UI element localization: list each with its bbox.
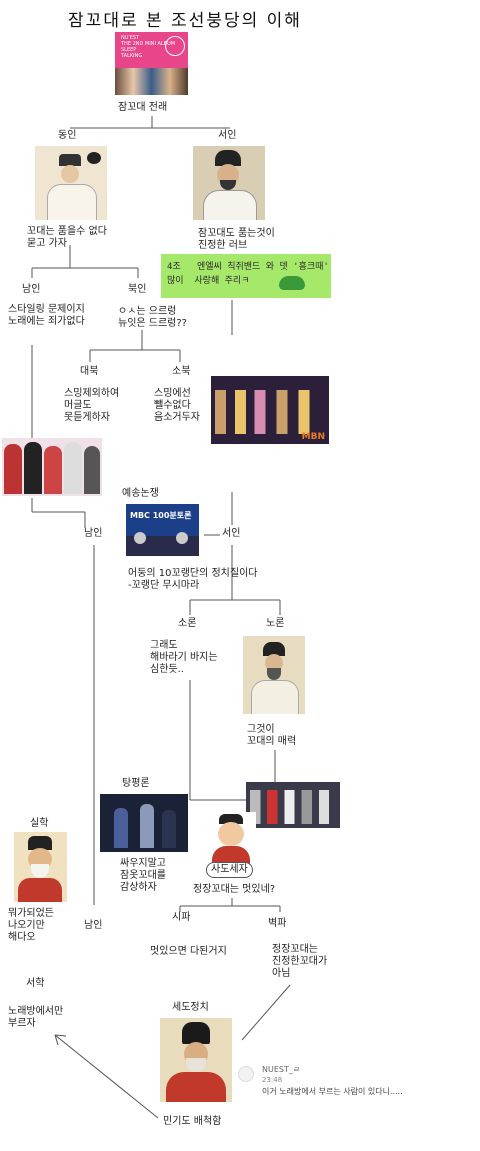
noron-portrait	[243, 636, 305, 714]
sobuk-note: 스밍에선 뺄수없다 음소거두자	[154, 388, 200, 423]
node-sipa: 시파	[172, 912, 191, 923]
tangpyeong-note: 싸우지말고 잠옷꼬대를 감상하자	[120, 858, 166, 893]
silhak-portrait	[14, 832, 67, 902]
node-sado: 사도세자	[206, 862, 253, 878]
node-root: 잠꼬대 전래	[118, 102, 168, 113]
noron-note: 그것이 꼬대의 매력	[247, 724, 297, 747]
comment-text: 이거 노래방에서 부르는 사람이 있다니.....	[262, 1087, 403, 1096]
node-dongin: 동인	[58, 130, 77, 141]
byeokpa-note: 정장꼬대는 진정한꼬대가 아님	[272, 944, 328, 979]
stage-performance-photo: MBN	[211, 376, 329, 444]
node-noron: 노론	[266, 618, 285, 629]
seoin-portrait	[193, 146, 265, 220]
soron-note: 그래도 해바라기 바지는 심한듯..	[150, 640, 218, 675]
seoin-note: 잠꼬대도 품는것이 진정한 러브	[198, 228, 275, 251]
group-photo	[2, 438, 102, 496]
sado-note: 정장꼬대는 멋있네?	[193, 884, 276, 895]
comment-user: NUEST_ㄹ	[262, 1065, 301, 1074]
bukin-note: ㅇㅅ는 으르렁 뉴잇은 드르렁??	[118, 306, 187, 329]
stage-duo-photo	[100, 794, 188, 852]
node-seoin-mid: 서인	[222, 528, 241, 539]
comment-time: 23:48	[262, 1076, 283, 1084]
sedo-portrait	[160, 1018, 232, 1102]
node-namin-mid: 남인	[84, 528, 103, 539]
comment-avatar	[238, 1066, 254, 1082]
dancers-photo	[246, 782, 340, 828]
node-bukin: 북인	[128, 284, 147, 295]
node-tangpyeong: 탕평론	[122, 778, 150, 789]
album-cover-image: NU'EST THE 2ND MINI ALBUM SLEEP TALKING	[115, 32, 188, 95]
node-soron: 소론	[178, 618, 197, 629]
namin-top-note: 스타일링 문제이지 노래에는 죄가없다	[8, 304, 85, 327]
node-namin-top: 남인	[22, 284, 41, 295]
node-yesong: 예송논쟁	[122, 488, 159, 499]
handwriting-text: 4조 엔엘씨 칙쥐밴드 와 뎃 '흥크때' 2 많이 사랑해 주리ㅋ	[167, 262, 329, 286]
page-title: 잠꼬대로 본 조선붕당의 이해	[68, 11, 302, 31]
node-byeokpa: 벽파	[268, 918, 287, 929]
handwriting-note-box: 4조 엔엘씨 칙쥐밴드 와 뎃 '흥크때' 2 많이 사랑해 주리ㅋ	[161, 254, 331, 298]
node-seohak: 서학	[26, 978, 45, 989]
silhak-note: 뭐가되었든 나오기만 해다오	[8, 908, 54, 943]
node-sobuk: 소북	[172, 366, 191, 377]
sedo-note: 민기도 배척함	[163, 1116, 222, 1127]
daebuk-note: 스밍제외하여 머글도 못듣게하자	[64, 388, 120, 423]
frog-icon	[279, 276, 305, 290]
yesong-note: 어둥의 10꼬랭단의 정치질이다 -꼬랭단 무시마라	[128, 568, 258, 591]
mbn-logo: MBN	[301, 432, 325, 442]
node-sedo: 세도정치	[172, 1002, 209, 1013]
sado-portrait	[206, 812, 256, 868]
dongin-portrait	[35, 146, 107, 220]
dongin-note: 꼬대는 품을수 없다 묻고 가자	[27, 226, 107, 249]
sipa-note: 멋있으면 다된거지	[150, 946, 227, 957]
node-daebuk: 대북	[80, 366, 99, 377]
mbc-banner: MBC 100분토론	[130, 511, 192, 520]
node-namin-low: 남인	[84, 920, 103, 931]
node-silhak: 실학	[30, 818, 49, 829]
node-seoin-top: 서인	[218, 130, 237, 141]
seohak-note: 노래방에서만 부르자	[8, 1006, 64, 1029]
debate-show-photo: MBC 100분토론	[126, 504, 199, 556]
